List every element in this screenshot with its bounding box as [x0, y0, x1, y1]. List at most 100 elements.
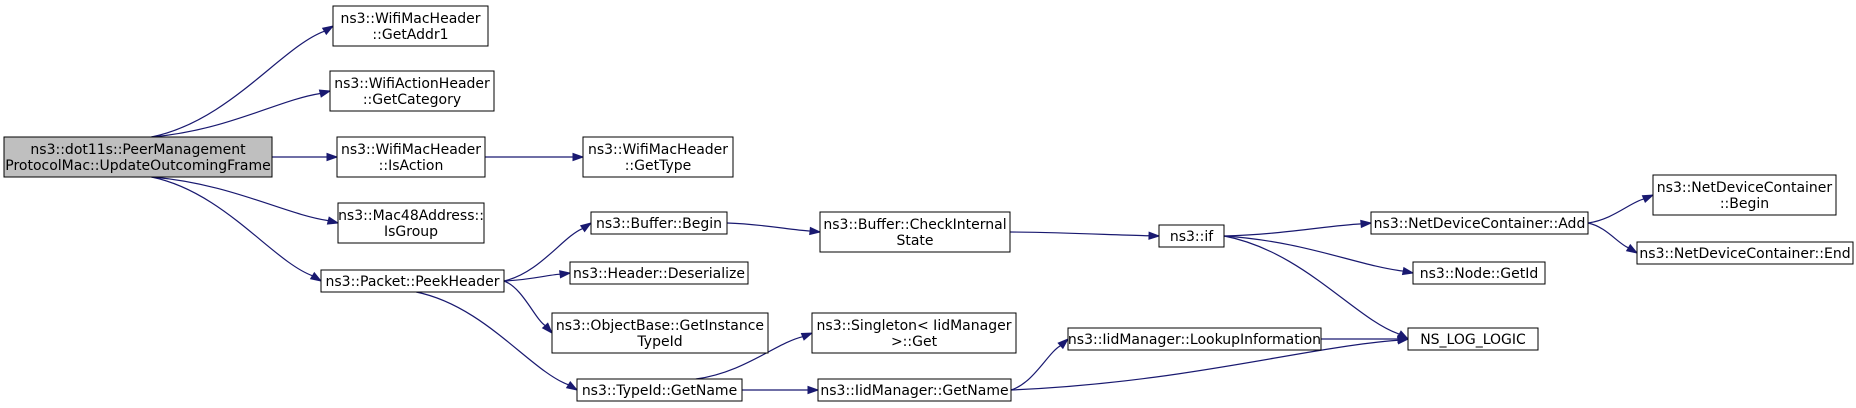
node-label: ns3::Node::GetId	[1420, 266, 1538, 282]
edge-nsif-to-ndcadd	[1223, 219, 1373, 237]
edge-peekheader-to-typeidgetname	[416, 291, 579, 391]
arrowhead	[572, 152, 585, 162]
arrowhead	[559, 270, 572, 279]
node-label: ::IsAction	[379, 158, 444, 174]
edge-root-to-peekheader	[151, 176, 323, 282]
node-isgroup[interactable]: ns3::Mac48Address::IsGroup	[337, 202, 485, 244]
edge-peekheader-to-bufbegin	[503, 222, 593, 282]
node-label: ::GetCategory	[363, 92, 461, 108]
node-box	[1407, 327, 1539, 351]
node-ndcadd[interactable]: ns3::NetDeviceContainer::Add	[1370, 211, 1589, 235]
node-box	[1370, 211, 1589, 235]
node-label: ns3::IidManager::GetName	[820, 383, 1008, 399]
node-bufbegin[interactable]: ns3::Buffer::Begin	[590, 211, 728, 235]
node-iidgetname[interactable]: ns3::IidManager::GetName	[817, 378, 1012, 402]
edge-lookupinfo-to-nslog	[1321, 334, 1410, 344]
arrowhead	[1641, 194, 1655, 204]
node-label: ns3::NetDeviceContainer::End	[1639, 246, 1850, 262]
arrowhead	[1148, 231, 1161, 240]
edge-ndcadd-to-ndcbegin	[1587, 194, 1655, 224]
node-box	[576, 378, 743, 402]
node-label: ns3::Packet::PeekHeader	[326, 274, 500, 290]
arrowhead	[541, 322, 554, 335]
node-box	[1652, 174, 1837, 216]
node-box	[3, 136, 273, 178]
node-gettype[interactable]: ns3::WifiMacHeader::GetType	[582, 136, 734, 178]
arrowhead	[309, 271, 323, 282]
node-peekheader[interactable]: ns3::Packet::PeekHeader	[320, 269, 505, 293]
arrowhead	[1057, 337, 1070, 350]
node-box	[332, 5, 489, 47]
node-lookupinfo[interactable]: ns3::IidManager::LookupInformation	[1067, 327, 1322, 351]
node-box	[590, 211, 728, 235]
node-label: ns3::Buffer::CheckInternal	[823, 217, 1006, 233]
node-box	[551, 312, 769, 354]
node-label: ns3::NetDeviceContainer::Add	[1374, 216, 1586, 232]
edge-checkinternal-to-nsif	[1009, 231, 1161, 240]
node-label: ProtocolMac::UpdateOutcomingFrame	[5, 158, 270, 174]
arrowhead	[326, 216, 340, 225]
edge-root-to-isaction	[272, 152, 339, 162]
arrowhead	[1397, 334, 1410, 344]
node-ndcbegin[interactable]: ns3::NetDeviceContainer::Begin	[1652, 174, 1837, 216]
arrowhead	[321, 25, 335, 36]
node-isaction[interactable]: ns3::WifiMacHeader::IsAction	[336, 136, 486, 178]
node-nslog[interactable]: NS_LOG_LOGIC	[1407, 327, 1539, 351]
node-getaddr1[interactable]: ns3::WifiMacHeader::GetAddr1	[332, 5, 489, 47]
node-singletonget[interactable]: ns3::Singleton< IidManager>::Get	[811, 312, 1017, 354]
node-label: ns3::Buffer::Begin	[596, 216, 722, 232]
node-label: ns3::WifiMacHeader	[588, 142, 728, 158]
node-label: ::GetAddr1	[372, 27, 448, 43]
node-box	[819, 211, 1011, 253]
node-label: IsGroup	[384, 224, 438, 240]
arrowhead	[1401, 266, 1415, 276]
node-label: ns3::Header::Deserialize	[573, 266, 745, 282]
node-label: ::GetType	[625, 158, 692, 174]
call-graph-nodes: ns3::dot11s::PeerManagementProtocolMac::…	[3, 5, 1854, 402]
arrowhead	[318, 89, 332, 98]
node-box	[320, 269, 505, 293]
node-typeidgetname[interactable]: ns3::TypeId::GetName	[576, 378, 743, 402]
node-box	[569, 261, 749, 285]
node-box	[582, 136, 734, 178]
node-label: ns3::IidManager::LookupInformation	[1068, 332, 1321, 348]
node-nodegetid[interactable]: ns3::Node::GetId	[1412, 261, 1546, 285]
node-root[interactable]: ns3::dot11s::PeerManagementProtocolMac::…	[3, 136, 273, 178]
node-label: ns3::WifiMacHeader	[340, 11, 480, 27]
node-label: ns3::Mac48Address::	[338, 208, 484, 224]
node-label: ns3::if	[1170, 229, 1214, 245]
node-label: ns3::NetDeviceContainer	[1657, 180, 1833, 196]
node-ndcend[interactable]: ns3::NetDeviceContainer::End	[1636, 241, 1854, 265]
edge-typeidgetname-to-iidgetname	[742, 385, 820, 395]
arrowhead	[326, 152, 339, 162]
edge-nsif-to-nodegetid	[1223, 235, 1415, 276]
node-box	[1412, 261, 1546, 285]
node-nsif[interactable]: ns3::if	[1158, 224, 1225, 248]
node-label: ns3::Singleton< IidManager	[817, 318, 1012, 334]
node-getcategory[interactable]: ns3::WifiActionHeader::GetCategory	[329, 70, 495, 112]
node-box	[1636, 241, 1854, 265]
edge-bufbegin-to-checkinternal	[726, 222, 822, 236]
edge-peekheader-to-deserialize	[503, 270, 572, 282]
node-box	[329, 70, 495, 112]
node-label: ns3::ObjectBase::GetInstance	[556, 318, 764, 334]
edge-isaction-to-gettype	[485, 152, 585, 162]
node-label: >::Get	[891, 334, 938, 350]
node-deserialize[interactable]: ns3::Header::Deserialize	[569, 261, 749, 285]
edge-ndcadd-to-ndcend	[1587, 222, 1639, 254]
node-label: ns3::WifiMacHeader	[341, 142, 481, 158]
arrowhead	[565, 380, 579, 391]
node-label: State	[896, 233, 933, 249]
edge-root-to-getaddr1	[151, 25, 335, 138]
node-box	[817, 378, 1012, 402]
call-graph-edges	[151, 25, 1655, 395]
node-label: NS_LOG_LOGIC	[1420, 332, 1526, 348]
edge-root-to-isgroup	[151, 176, 340, 225]
node-label: TypeId	[636, 334, 682, 350]
node-label: ns3::dot11s::PeerManagement	[30, 142, 246, 158]
node-box	[811, 312, 1017, 354]
node-box	[1067, 327, 1322, 351]
